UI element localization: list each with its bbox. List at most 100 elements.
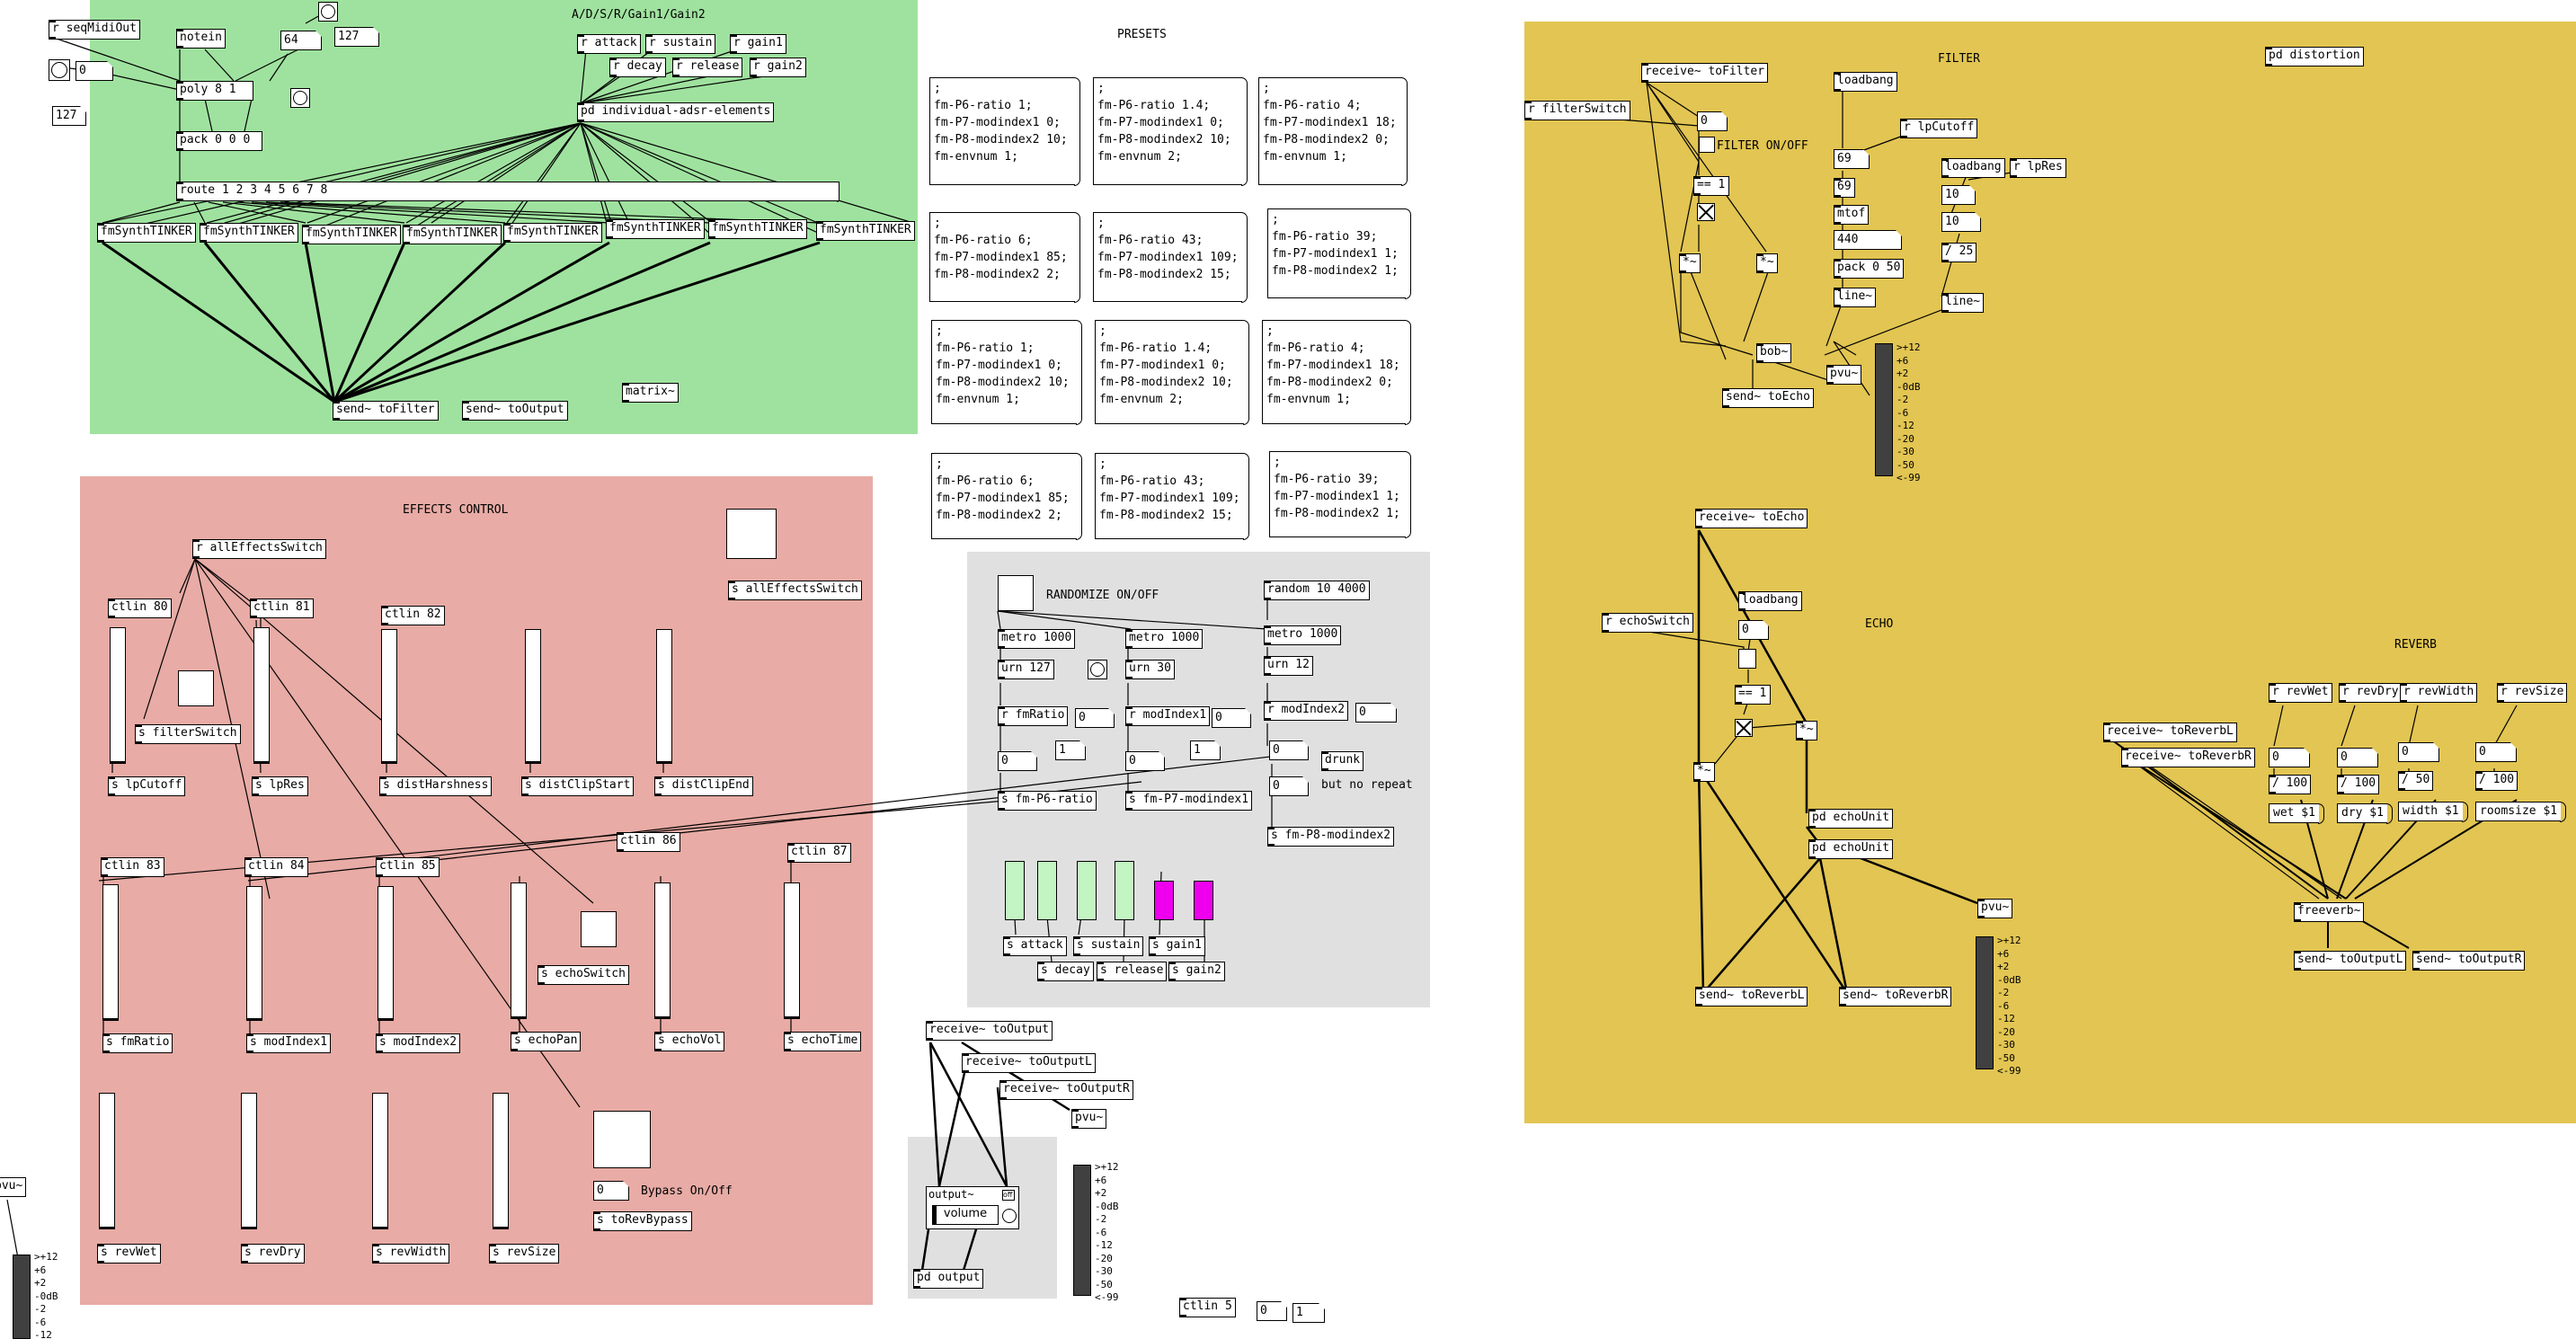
send-revwet[interactable]: s revWet — [97, 1244, 161, 1264]
send-fmp6[interactable]: s fm-P6-ratio — [998, 791, 1097, 811]
slider-echopan[interactable] — [511, 882, 527, 1019]
receive-filterswitch[interactable]: r filterSwitch — [1524, 101, 1630, 120]
echo-bang[interactable] — [1738, 649, 1756, 669]
ctlin-80[interactable]: ctlin 80 — [108, 599, 172, 618]
send-lpcutoff[interactable]: s lpCutoff — [108, 776, 186, 796]
fmsynth-6[interactable]: fmSynthTINKER — [606, 219, 705, 239]
fmsynth-4[interactable]: fmSynthTINKER — [403, 225, 502, 244]
send-tofilter[interactable]: send~ toFilter — [333, 401, 439, 421]
fmsynth-3[interactable]: fmSynthTINKER — [302, 225, 401, 244]
preset-10[interactable]: ; fm-P6-ratio 6; fm-P7-modindex1 85; fm-… — [931, 452, 1082, 540]
preset-7[interactable]: ; fm-P6-ratio 1; fm-P7-modindex1 0; fm-P… — [931, 319, 1082, 425]
release-slider[interactable] — [1115, 861, 1134, 920]
slider-modindex2[interactable] — [378, 886, 394, 1021]
pd-echounit-2[interactable]: pd echoUnit — [1808, 839, 1894, 859]
number-box-0[interactable]: 0 — [76, 61, 113, 81]
rev-div100-size[interactable]: / 100 — [2475, 771, 2518, 791]
route-object[interactable]: route 1 2 3 4 5 6 7 8 — [176, 182, 839, 201]
fmsynth-1[interactable]: fmSynthTINKER — [97, 223, 196, 243]
gain1-slider[interactable] — [1154, 881, 1174, 920]
ctlin-85[interactable]: ctlin 85 — [376, 857, 440, 877]
filter-eq1[interactable]: == 1 — [1693, 176, 1729, 196]
receive-torevertl[interactable]: receive~ toReverbL — [2103, 723, 2237, 742]
send-tooutputl[interactable]: send~ toOutputL — [2294, 951, 2407, 971]
loadbang-filter[interactable]: loadbang — [1834, 72, 1897, 92]
filter-mul-1[interactable]: *~ — [1679, 253, 1701, 273]
ctlin-86[interactable]: ctlin 86 — [617, 832, 680, 852]
preset-5[interactable]: ; fm-P6-ratio 43; fm-P7-modindex1 109; f… — [1093, 211, 1248, 303]
revbypass-number[interactable]: 0 — [593, 1181, 629, 1201]
rand-num-3[interactable]: 0 — [998, 751, 1037, 771]
ctlin5-num-0[interactable]: 0 — [1257, 1301, 1287, 1321]
echo-eq1[interactable]: == 1 — [1735, 685, 1771, 705]
preset-8[interactable]: ; fm-P6-ratio 1.4; fm-P7-modindex1 0; fm… — [1095, 319, 1249, 425]
output-pvu[interactable]: pvu~ — [1071, 1109, 1107, 1129]
filterswitch-box[interactable] — [178, 670, 214, 706]
rev-div100-wet[interactable]: / 100 — [2269, 775, 2312, 794]
send-distharshness[interactable]: s distHarshness — [379, 776, 493, 796]
rev-div100-dry[interactable]: / 100 — [2337, 775, 2380, 794]
sustain-slider[interactable] — [1077, 861, 1097, 920]
preset-4[interactable]: ; fm-P6-ratio 6; fm-P7-modindex1 85; fm-… — [929, 211, 1080, 303]
echo-pvu[interactable]: pvu~ — [1977, 899, 2013, 918]
random-object[interactable]: random 10 4000 — [1264, 581, 1370, 600]
receive-seqmidiout[interactable]: r seqMidiOut — [49, 20, 140, 40]
send-echopan[interactable]: s echoPan — [511, 1032, 582, 1051]
loadbang-res[interactable]: loadbang — [1941, 158, 2005, 178]
urn-30[interactable]: urn 30 — [1125, 660, 1175, 679]
filter-num-69b[interactable]: 69 — [1834, 178, 1855, 198]
notein-object[interactable]: notein — [176, 29, 226, 49]
receive-revwidth[interactable]: r revWidth — [2400, 683, 2478, 703]
receive-tooutput[interactable]: receive~ toOutput — [926, 1021, 1053, 1041]
receive-release[interactable]: r release — [672, 58, 743, 77]
receive-tooutputl[interactable]: receive~ toOutputL — [962, 1053, 1096, 1073]
urn-bang[interactable] — [1088, 660, 1107, 679]
preset-2[interactable]: ; fm-P6-ratio 1.4; fm-P7-modindex1 0; fm… — [1093, 76, 1248, 186]
receive-revwet[interactable]: r revWet — [2269, 683, 2332, 703]
receive-toecho[interactable]: receive~ toEcho — [1695, 509, 1808, 528]
volume-slider[interactable]: volume — [932, 1205, 999, 1225]
send-tooutputr[interactable]: send~ toOutputR — [2412, 951, 2526, 971]
filter-pack[interactable]: pack 0 50 — [1834, 259, 1905, 279]
ctlin-87[interactable]: ctlin 87 — [787, 843, 851, 863]
send-fmp7[interactable]: s fm-P7-modindex1 — [1125, 791, 1253, 811]
send-revwidth[interactable]: s revWidth — [372, 1244, 450, 1264]
alleffects-switch[interactable] — [726, 509, 777, 559]
send-release[interactable]: s release — [1097, 962, 1168, 981]
gain2-slider[interactable] — [1194, 881, 1213, 920]
filter-num-440[interactable]: 440 — [1834, 230, 1902, 250]
pd-echounit-1[interactable]: pd echoUnit — [1808, 809, 1894, 829]
send-alleffects[interactable]: s allEffectsSwitch — [728, 581, 862, 600]
echoswitch-box[interactable] — [581, 911, 617, 947]
bang-2[interactable] — [318, 2, 338, 22]
bang-3[interactable] — [290, 88, 310, 108]
urn-12[interactable]: urn 12 — [1264, 656, 1313, 676]
urn-127[interactable]: urn 127 — [998, 660, 1054, 679]
receive-revsize[interactable]: r revSize — [2497, 683, 2568, 703]
receive-lpres[interactable]: r lpRes — [2010, 158, 2066, 178]
mute-bang[interactable] — [1002, 1209, 1017, 1223]
ctlin-82[interactable]: ctlin 82 — [381, 606, 445, 625]
rev-roomsize-msg[interactable]: roomsize $1 — [2475, 801, 2567, 822]
randomize-toggle[interactable] — [998, 575, 1034, 611]
filter-bob[interactable]: bob~ — [1756, 343, 1792, 363]
filter-num-69a[interactable]: 69 — [1834, 149, 1870, 169]
rand-num-1[interactable]: 1 — [1055, 740, 1086, 760]
pd-adsr-elements[interactable]: pd individual-adsr-elements — [577, 102, 775, 122]
left-pvu[interactable]: pvu~ — [0, 1177, 27, 1197]
ctlin-83[interactable]: ctlin 83 — [101, 857, 164, 877]
number-box-127[interactable]: 127 — [52, 106, 86, 126]
slider-lpres[interactable] — [253, 627, 270, 764]
receive-decay[interactable]: r decay — [609, 58, 666, 77]
echo-mul-1[interactable]: *~ — [1796, 721, 1817, 740]
ctlin-84[interactable]: ctlin 84 — [244, 857, 308, 877]
slider-distharshness[interactable] — [381, 629, 397, 764]
rev-wet-msg[interactable]: wet $1 — [2269, 803, 2324, 824]
rand-num-5[interactable]: 0 — [1269, 740, 1309, 760]
modindex1-num[interactable]: 0 — [1212, 708, 1251, 728]
receive-lpcutoff[interactable]: r lpCutoff — [1900, 119, 1978, 138]
rand-num-2[interactable]: 1 — [1190, 740, 1221, 760]
ctlin-5[interactable]: ctlin 5 — [1179, 1298, 1236, 1317]
slider-distclipend[interactable] — [656, 629, 672, 764]
receive-tooutputr[interactable]: receive~ toOutputR — [999, 1080, 1133, 1100]
